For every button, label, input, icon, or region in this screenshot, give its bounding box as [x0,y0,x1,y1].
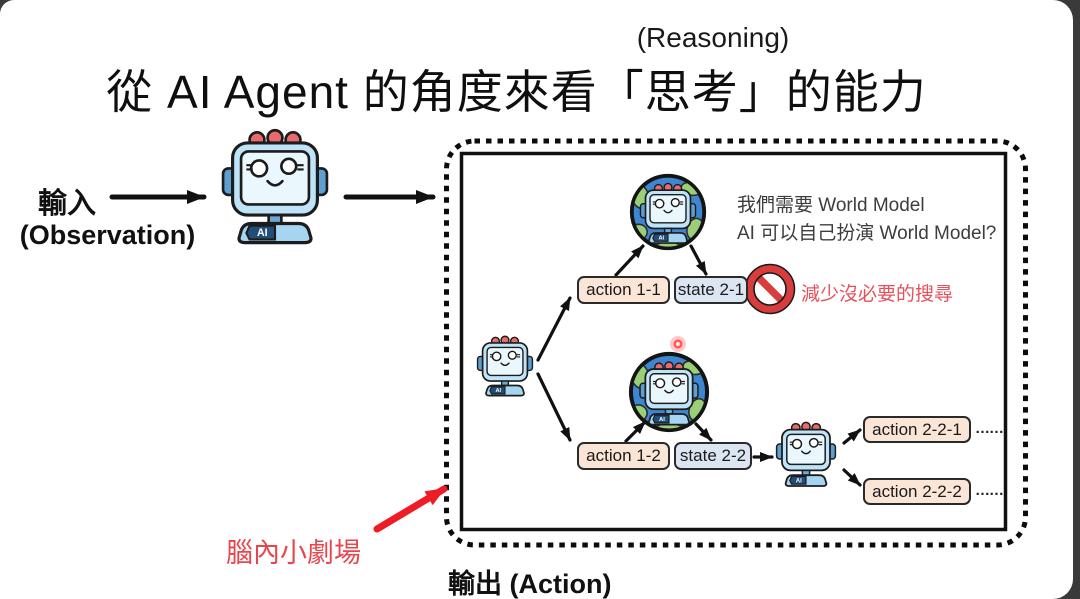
tree-arrows [536,244,862,487]
node-action-2-2-1: action 2-2-1 [863,416,971,443]
prohibition-icon [744,263,796,315]
node-action-1-1: action 1-1 [577,276,670,304]
node-action-2-2-2: action 2-2-2 [863,478,971,505]
world-model-note-line2: AI 可以自己扮演 World Model? [737,223,997,244]
observation-label: (Observation) [19,220,196,250]
node-state-2-2: state 2-2 [674,442,752,470]
laser-pointer-dot [670,336,686,352]
reduce-search-label: 減少沒必要的搜尋 [801,284,954,305]
brain-theater-arrow [373,485,448,533]
ellipsis-top: …… [975,420,1004,437]
main-robot-icon [221,128,329,245]
world-model-note-line1: 我們需要 World Model [737,195,925,216]
ellipsis-bottom: …… [975,482,1004,499]
input-label: 輸入 [38,188,97,220]
node-action-1-2: action 1-2 [577,442,670,470]
reasoning-annotation: (Reasoning) [636,22,790,53]
page-title: 從 AI Agent 的角度來看「思考」的能力 [106,66,927,118]
output-label: 輸出 (Action) [448,569,612,599]
brain-theater-label: 腦內小劇場 [226,538,361,568]
node-state-2-1: state 2-1 [674,276,748,304]
thought-box-dashed-border [444,138,1028,548]
